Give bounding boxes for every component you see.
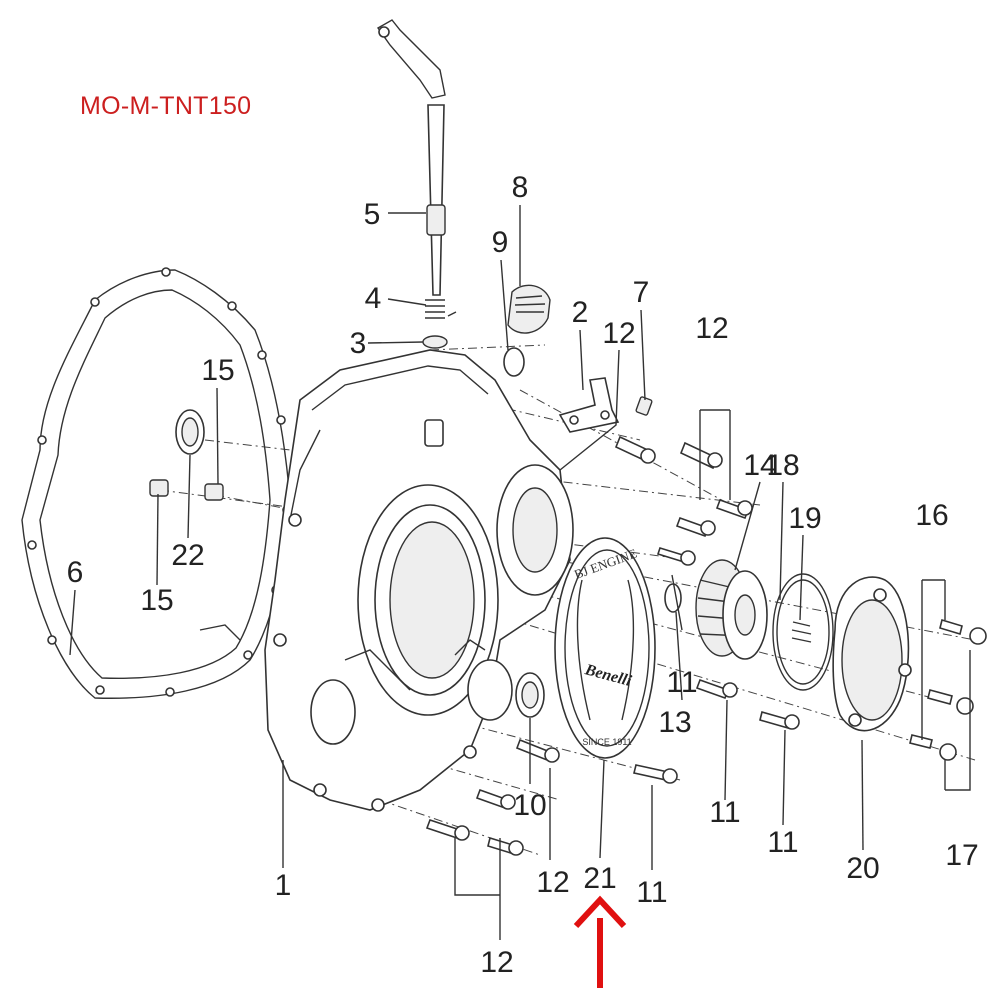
gasket-part: [21, 267, 292, 699]
callout-7: 7: [633, 276, 650, 309]
callout-14: 14: [743, 449, 776, 482]
callout-1: 1: [275, 869, 292, 902]
callout-19: 19: [788, 502, 821, 535]
oil-filter-part: [695, 559, 768, 660]
callout-3: 3: [350, 327, 367, 360]
inspection-cover-part: BJ ENGINE Benelli SINCE 1911: [554, 537, 656, 759]
callout-13: 13: [658, 706, 691, 739]
callout-16: 16: [915, 499, 948, 532]
callout-20: 20: [846, 852, 879, 885]
callout-6: 6: [67, 556, 84, 589]
seal-part: [515, 672, 545, 718]
callout-15-top: 15: [201, 354, 234, 387]
callout-15-bottom: 15: [140, 584, 173, 617]
callout-12-bottom: 12: [480, 946, 513, 979]
callout-8: 8: [512, 171, 529, 204]
callout-2: 2: [572, 296, 589, 329]
callout-12-top-right: 12: [695, 312, 728, 345]
dowel-pin-part: [149, 479, 224, 501]
highlight-arrow-icon: [573, 895, 627, 988]
callout-4: 4: [365, 282, 382, 315]
callout-11-near-13: 11: [666, 666, 697, 699]
callout-22: 22: [171, 539, 204, 572]
callout-12-lower: 12: [536, 866, 569, 899]
filter-cover-part: [832, 576, 912, 732]
oil-seal-part: [175, 409, 205, 455]
shaft-assembly-part: [376, 19, 457, 349]
filler-cap-part: [503, 284, 551, 377]
cover-since-text: SINCE 1911: [582, 737, 631, 747]
callout-11-right: 11: [767, 826, 798, 859]
leader-lines: [69, 205, 971, 940]
callout-9: 9: [492, 226, 509, 259]
callout-11-center: 11: [709, 796, 740, 829]
callout-21: 21: [583, 862, 616, 895]
callout-labels: 1 2 3 4 5 6 7 8 9 10 11 11 11 11 12 12 1…: [67, 171, 979, 979]
crankcase-cover-part: [264, 349, 574, 812]
callout-10: 10: [513, 789, 546, 822]
callout-12-top-left: 12: [602, 317, 635, 350]
callout-11-right-of-21: 11: [636, 876, 667, 909]
filter-spring-part: [791, 621, 812, 643]
callout-5: 5: [364, 198, 381, 231]
callout-18: 18: [766, 449, 799, 482]
model-code-label: MO-M-TNT150: [80, 92, 252, 120]
bracket-part: [558, 377, 620, 433]
callout-17: 17: [945, 839, 978, 872]
filter-o-ring-part: [772, 573, 834, 691]
bolt-part: [425, 396, 987, 856]
